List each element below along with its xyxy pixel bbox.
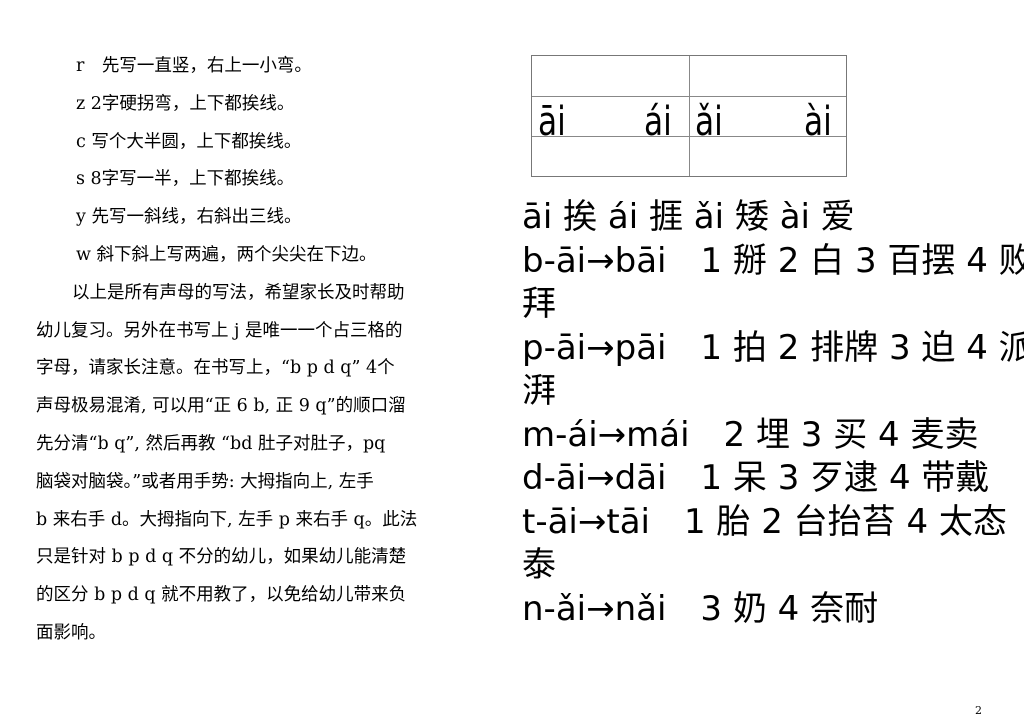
grid-divider — [689, 56, 690, 176]
syllable-row: 泰 — [522, 545, 556, 585]
page-number: 2 — [975, 704, 982, 717]
rule-z: z 2字硬拐弯，上下都挨线。 — [76, 93, 295, 114]
paragraph-line: b 来右手 d。大拇指向下, 左手 p 来右手 q。此法 — [36, 509, 418, 530]
paragraph-line: 以上是所有声母的写法，希望家长及时帮助 — [72, 282, 405, 303]
grid-syllable: ài — [804, 99, 832, 145]
paragraph-line: 字母，请家长注意。在书写上，“b p d q” 4个 — [36, 358, 395, 379]
rule-r: r 先写一直竖，右上一小弯。 — [76, 56, 312, 76]
rule-c: c 写个大半圆，上下都挨线。 — [76, 131, 302, 152]
instruction-text: r 先写一直竖，右上一小弯。 z 2字硬拐弯，上下都挨线。 c 写个大半圆，上下… — [36, 48, 502, 653]
syllable-row: 拜 — [522, 284, 556, 324]
grid-syllable: ái — [644, 99, 672, 145]
rule-w: w 斜下斜上写两遍，两个尖尖在下边。 — [76, 244, 377, 265]
rule-s: s 8字写一半，上下都挨线。 — [76, 169, 295, 190]
grid-syllable: ǎi — [695, 99, 723, 145]
grid-syllable: āi — [538, 99, 566, 145]
syllable-row: āi 挨 ái 捱 ǎi 矮 ài 爱 — [522, 197, 855, 237]
paragraph-line: 先分清“b q”, 然后再教 “bd 肚子对肚子，pq — [36, 433, 386, 454]
syllable-row: t-āi→tāi 1 胎 2 台抬苔 4 太态 — [522, 501, 1007, 542]
paragraph-line: 只是针对 b p d q 不分的幼儿，如果幼儿能清楚 — [36, 547, 407, 568]
paragraph-line: 幼儿复习。另外在书写上 j 是唯一一个占三格的 — [36, 320, 403, 341]
rule-y: y 先写一斜线，右斜出三线。 — [76, 207, 302, 228]
paragraph-line: 脑袋对脑袋。”或者用手势: 大拇指向上, 左手 — [36, 471, 374, 492]
syllable-row: p-āi→pāi 1 拍 2 排牌 3 迫 4 派 — [522, 327, 1024, 368]
syllable-row: d-āi→dāi 1 呆 3 歹逮 4 带戴 — [522, 458, 990, 498]
paragraph-line: 面影响。 — [36, 622, 106, 643]
paragraph-line: 的区分 b p d q 就不用教了，以免给幼儿带来负 — [36, 585, 407, 606]
syllable-row: 湃 — [522, 371, 556, 411]
syllable-row: b-āi→bāi 1 掰 2 白 3 百摆 4 败 — [522, 240, 1024, 281]
syllable-row: n-ǎi→nǎi 3 奶 4 奈耐 — [522, 588, 879, 629]
four-line-writing-grid: āi ái ǎi ài — [531, 55, 847, 177]
syllable-row: m-ái→mái 2 埋 3 买 4 麦卖 — [522, 414, 979, 455]
paragraph-line: 声母极易混淆, 可以用“正 6 b, 正 9 q”的顺口溜 — [36, 396, 406, 417]
syllable-word-list: āi 挨 ái 捱 ǎi 矮 ài 爱 b-āi→bāi 1 掰 2 白 3 百… — [522, 196, 1024, 631]
